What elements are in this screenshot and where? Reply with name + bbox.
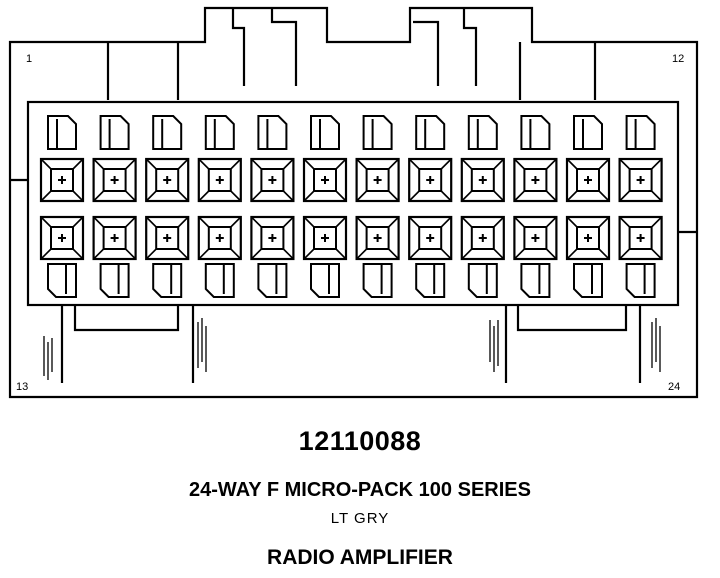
upper-terminal-cavity-5 (250, 157, 295, 203)
pin-label-1: 1 (26, 53, 32, 65)
lower-latch-cavity-7 (362, 263, 393, 298)
upper-latch-cavity-3 (152, 115, 183, 150)
upper-terminal-cavity-8 (408, 157, 453, 203)
lower-terminal-cavity-5 (250, 215, 295, 261)
pin-label-12: 12 (672, 53, 684, 65)
upper-terminal-cavity-6 (302, 157, 348, 203)
lower-terminal-cavity-10 (513, 215, 558, 261)
upper-latch-cavity-2 (99, 115, 130, 150)
upper-terminal-cavity-12 (618, 157, 663, 203)
upper-terminal-cavity-9 (460, 157, 505, 203)
connector-housing-outline (8, 6, 699, 399)
upper-terminal-cavity-7 (355, 157, 400, 203)
lower-latch-cavity-3 (152, 263, 183, 298)
connector-application: RADIO AMPLIFIER (267, 546, 453, 569)
upper-latch-cavity-6 (310, 115, 340, 150)
lower-latch-cavity-4 (204, 263, 235, 298)
upper-latch-cavity-8 (415, 115, 446, 150)
lower-latch-cavity-8 (415, 263, 446, 298)
pin-label-13: 13 (16, 381, 28, 393)
lower-latch-cavity-10 (520, 263, 551, 298)
upper-terminal-cavity-11 (565, 157, 611, 203)
hatch-marks-left (43, 318, 207, 380)
upper-latch-cavity-12 (625, 115, 656, 150)
upper-terminal-cavity-2 (92, 157, 137, 203)
upper-latch-cavity-9 (467, 115, 498, 150)
connector-color: LT GRY (330, 510, 390, 527)
lower-terminal-cavity-12 (618, 215, 663, 261)
lower-latch-cavity-11 (573, 263, 603, 298)
lower-terminal-cavity-4 (197, 215, 242, 261)
right-latch (413, 8, 478, 86)
upper-terminal-cavity-4 (197, 157, 242, 203)
upper-terminal-cavity-10 (513, 157, 558, 203)
upper-terminal-cavity-3 (145, 157, 190, 203)
lower-terminal-cavity-7 (355, 215, 400, 261)
lower-latch-cavity-5 (257, 263, 288, 298)
connector-face-frame (26, 100, 680, 307)
upper-latch-cavity-1 (47, 115, 77, 150)
upper-latch-cavity-11 (573, 115, 603, 150)
upper-terminal-cavity-1 (39, 157, 85, 203)
lower-latch-cavity-12 (625, 263, 656, 298)
lower-terminal-cavity-11 (565, 215, 611, 261)
connector-description: 24-WAY F MICRO-PACK 100 SERIES (189, 479, 531, 501)
upper-latch-cavity-7 (362, 115, 393, 150)
upper-latch-cavity-4 (204, 115, 235, 150)
lower-left-post (60, 305, 195, 383)
upper-latch-cavity-10 (520, 115, 551, 150)
lower-latch-cavity-6 (310, 263, 340, 298)
left-latch (231, 8, 298, 86)
lower-terminal-cavity-8 (408, 215, 453, 261)
lower-terminal-cavity-6 (302, 215, 348, 261)
lower-terminal-cavity-2 (92, 215, 137, 261)
lower-latch-cavity-1 (47, 263, 77, 298)
lower-latch-cavity-9 (467, 263, 498, 298)
hatch-marks-right (489, 318, 661, 372)
lower-terminal-cavity-9 (460, 215, 505, 261)
lower-right-post (504, 305, 642, 383)
lower-terminal-cavity-3 (145, 215, 190, 261)
lower-terminal-cavity-1 (39, 215, 85, 261)
pin-label-24: 24 (668, 381, 680, 393)
upper-latch-cavity-5 (257, 115, 288, 150)
connector-face-diagram: 1 12 13 24 (8, 6, 699, 399)
part-number: 12110088 (298, 426, 422, 456)
lower-latch-cavity-2 (99, 263, 130, 298)
